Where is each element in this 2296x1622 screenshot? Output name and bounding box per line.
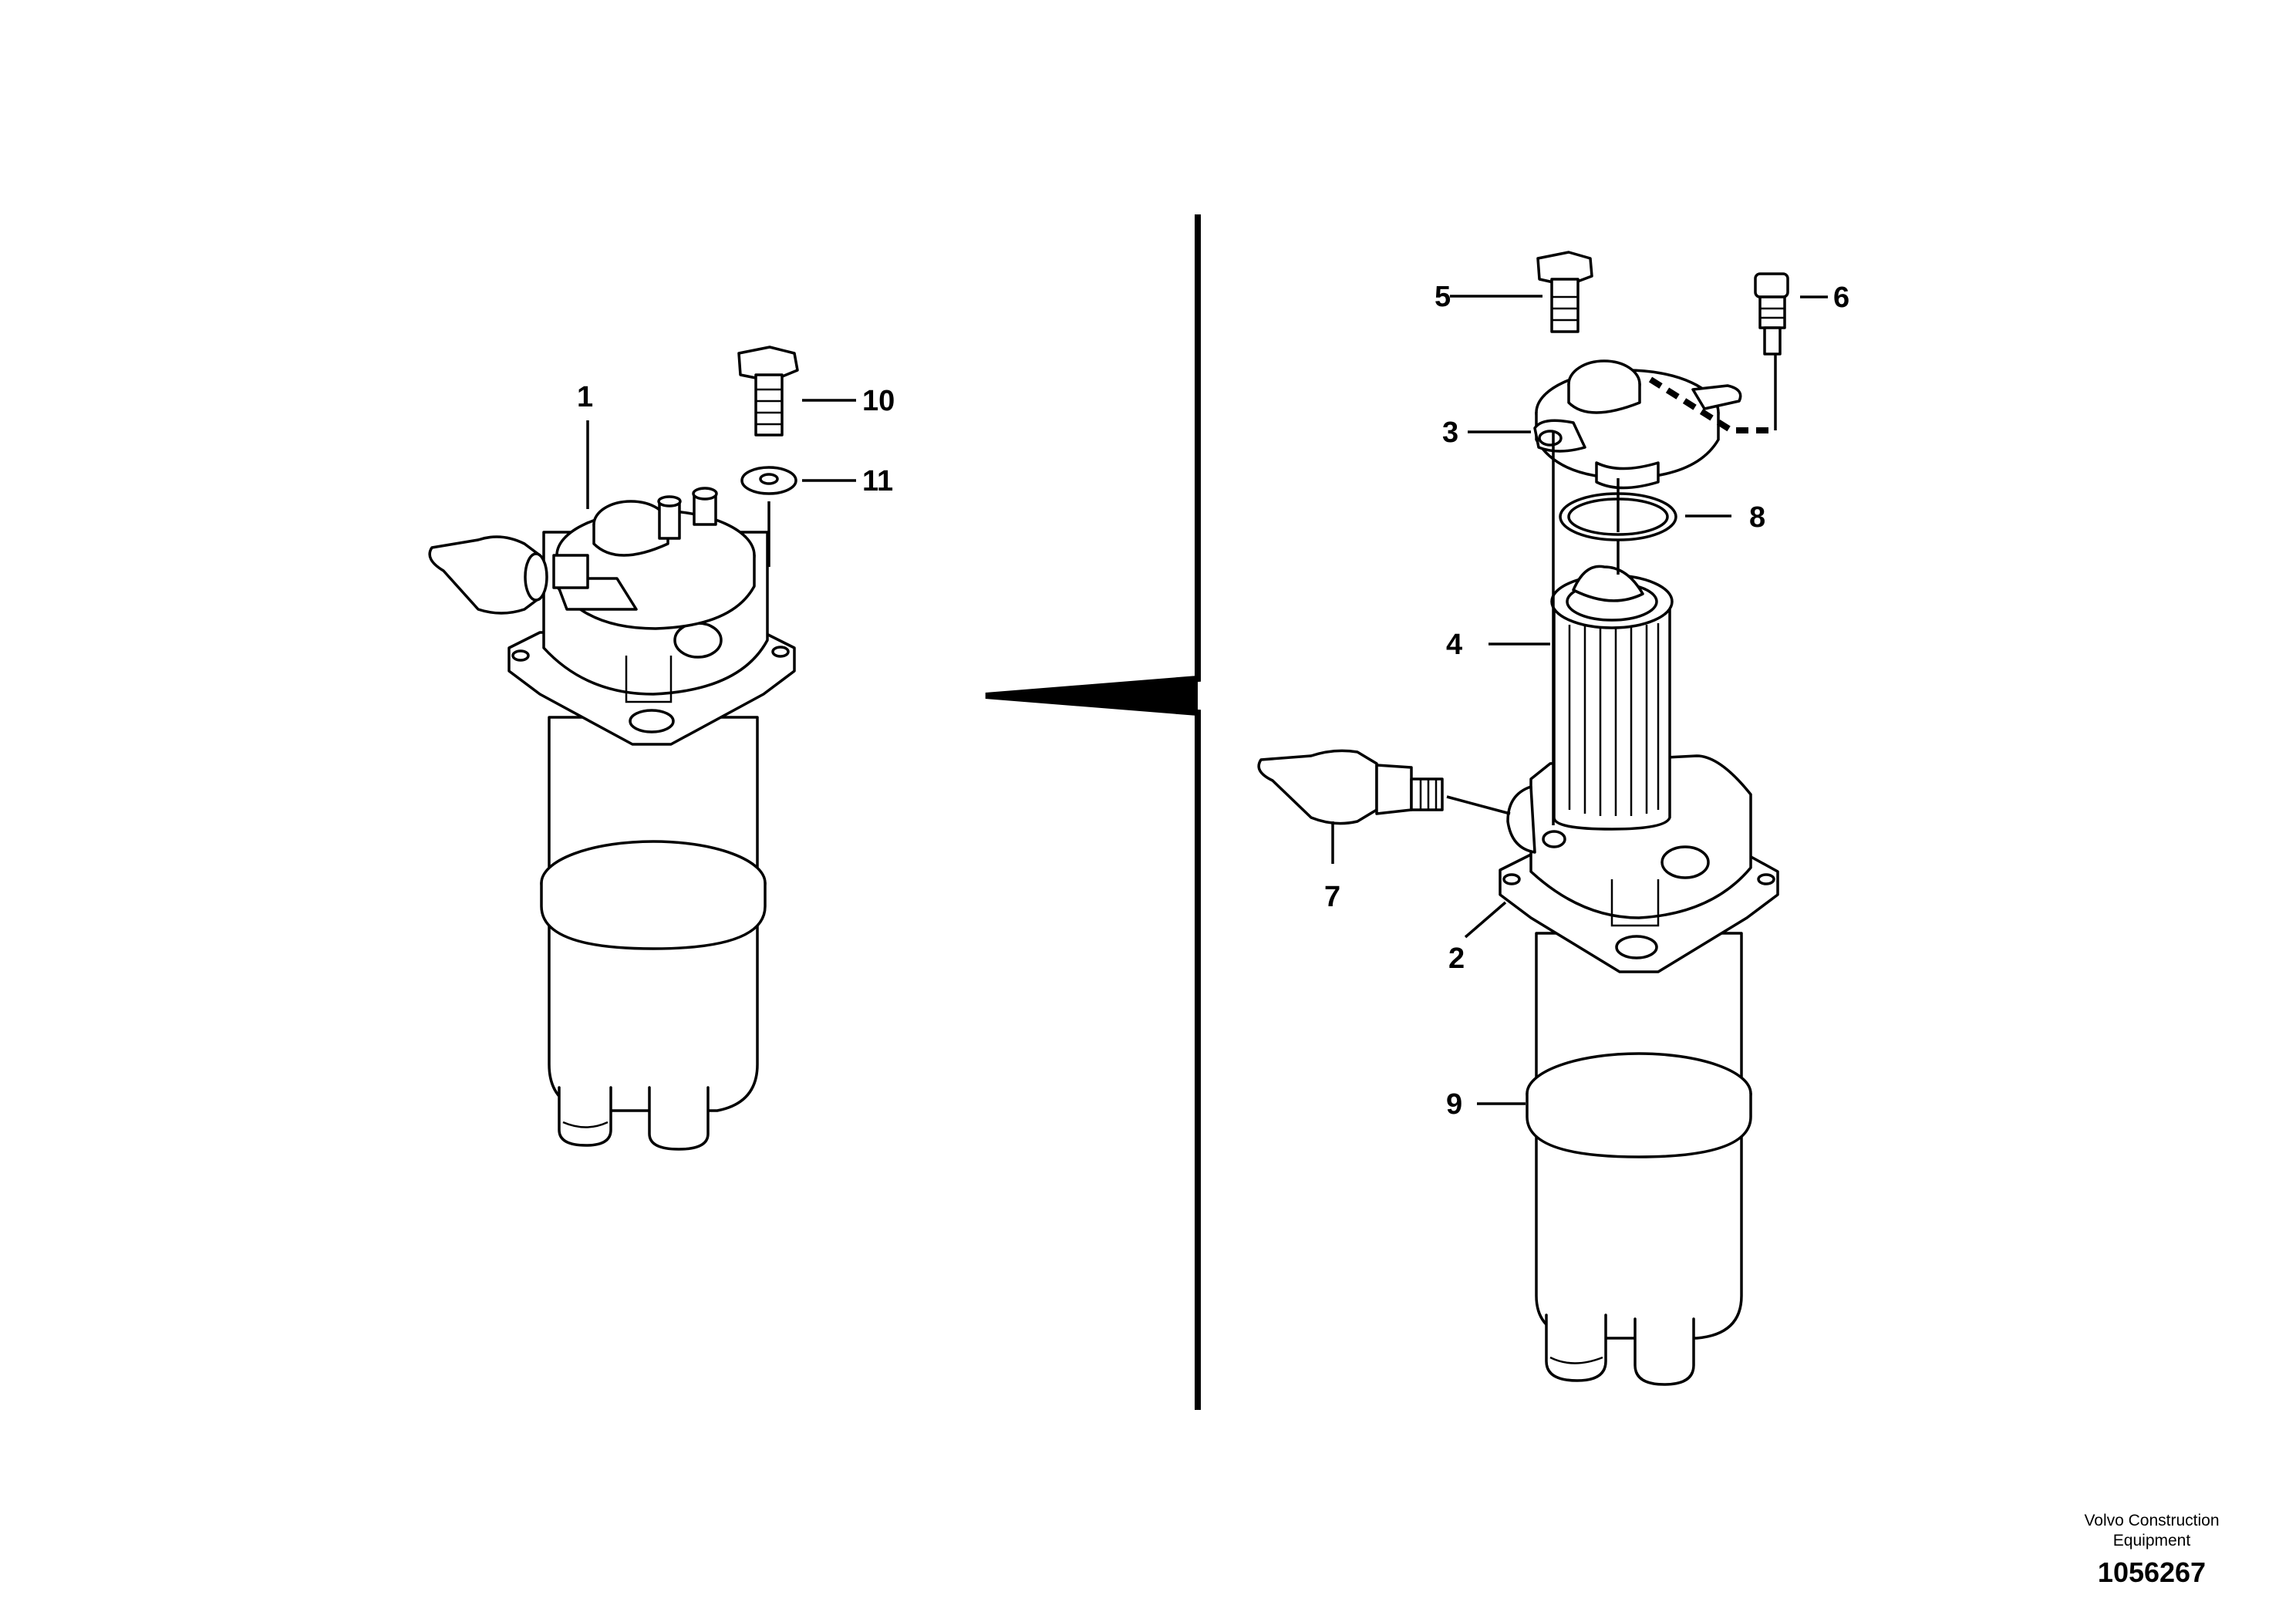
view-divider xyxy=(985,214,1201,1410)
callout-11: 11 xyxy=(862,465,893,497)
callout-1: 1 xyxy=(577,381,593,413)
callout-8: 8 xyxy=(1749,501,1765,534)
brand-line-2: Equipment xyxy=(2113,1532,2191,1549)
callout-3: 3 xyxy=(1442,416,1458,449)
exploded-filter-view xyxy=(1257,251,1828,1386)
drawing-number: 1056267 xyxy=(2098,1556,2206,1588)
callout-6: 6 xyxy=(1833,282,1849,314)
callout-2: 2 xyxy=(1448,943,1465,975)
callout-4: 4 xyxy=(1446,629,1462,661)
assembled-filter-view xyxy=(428,346,856,1151)
callout-9: 9 xyxy=(1446,1088,1462,1121)
callout-7: 7 xyxy=(1324,881,1340,913)
callout-labels: 1 10 11 5 6 3 8 4 7 2 9 xyxy=(577,281,1849,1121)
brand-line-1: Volvo Construction xyxy=(2084,1512,2219,1529)
callout-5: 5 xyxy=(1435,281,1451,313)
callout-10: 10 xyxy=(862,385,895,417)
drawing-footer: Volvo Construction Equipment 1056267 xyxy=(2084,1512,2219,1588)
